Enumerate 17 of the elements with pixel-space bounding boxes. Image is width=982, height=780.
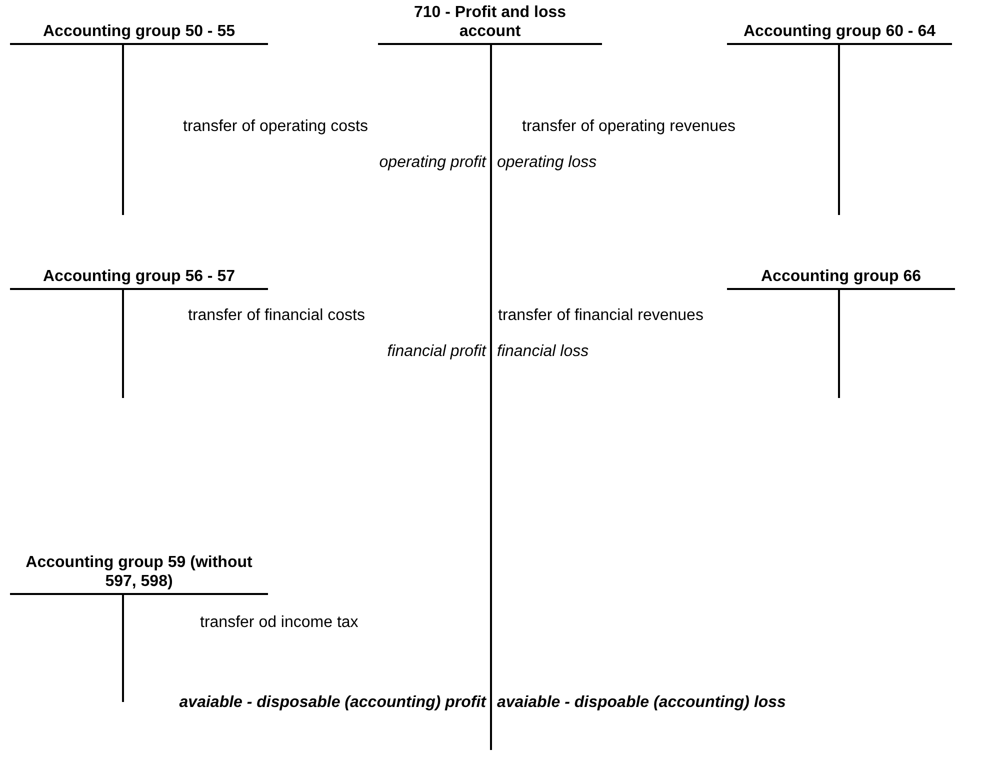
- result-label: financial loss: [497, 342, 589, 361]
- account-title: Accounting group 59 (without 597, 598): [24, 553, 254, 591]
- final-result-label: avaiable - dispoable (accounting) loss: [497, 693, 786, 712]
- account-title: Accounting group 60 - 64: [742, 22, 936, 41]
- transfer-label: transfer od income tax: [200, 613, 358, 632]
- transfer-label: transfer of operating revenues: [522, 117, 736, 136]
- transfer-label: transfer of financial costs: [188, 306, 365, 325]
- result-label: operating loss: [497, 153, 597, 172]
- result-label: operating profit: [379, 153, 486, 172]
- result-label: financial profit: [387, 342, 486, 361]
- transfer-label: transfer of financial revenues: [498, 306, 704, 325]
- account-title: Accounting group 56 - 57: [42, 267, 236, 286]
- account-title: 710 - Profit and loss account: [412, 3, 568, 41]
- account-title: Accounting group 66: [760, 267, 922, 286]
- account-title: Accounting group 50 - 55: [42, 22, 236, 41]
- transfer-label: transfer of operating costs: [183, 117, 368, 136]
- final-result-label: avaiable - disposable (accounting) profit: [179, 693, 486, 712]
